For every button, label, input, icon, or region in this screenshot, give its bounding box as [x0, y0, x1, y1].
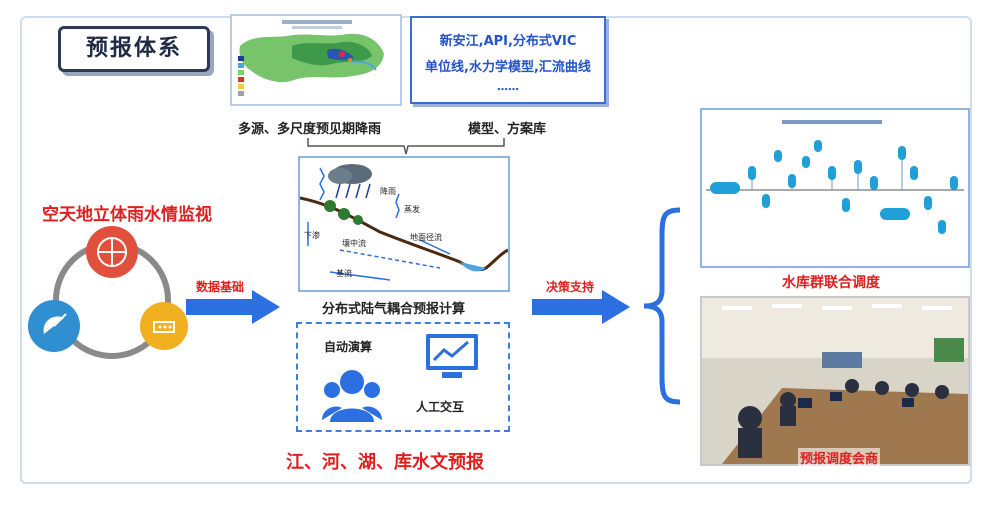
- globe-icon: [86, 226, 138, 278]
- decision-support-arrow: [532, 290, 630, 324]
- users-icon: [322, 370, 382, 422]
- right-brace: [643, 207, 681, 405]
- data-basis-label: 数据基础: [196, 280, 245, 294]
- meeting-room-graphic: [702, 298, 968, 464]
- model-line-2: 单位线,水力学模型,汇流曲线: [425, 60, 591, 75]
- top-brace: [307, 138, 505, 155]
- monitoring-title: 空天地立体雨水情监视: [42, 205, 212, 225]
- interaction-box: 自动演算 人工交互: [296, 322, 510, 432]
- consult-caption: 预报调度会商: [798, 448, 881, 467]
- weather-station-icon: [140, 302, 188, 350]
- page-title: 预报体系: [58, 26, 210, 72]
- models-caption: 模型、方案库: [468, 122, 547, 137]
- data-basis-arrow: [186, 290, 280, 324]
- monitoring-cycle-graphic: [28, 226, 188, 359]
- satellite-dish-icon: [28, 300, 80, 352]
- map-legend: [238, 56, 244, 98]
- legend-swatch: [238, 63, 244, 68]
- decision-support-label: 决策支持: [546, 280, 595, 294]
- bottom-title: 江、河、湖、库水文预报: [286, 452, 484, 473]
- legend-swatch: [238, 56, 244, 61]
- rainfall-caption: 多源、多尺度预见期降雨: [238, 122, 382, 137]
- label-rain: 降雨: [380, 187, 396, 196]
- auto-calc-label: 自动演算: [324, 340, 373, 354]
- model-line-1: 新安江,API,分布式VIC: [439, 34, 577, 49]
- label-down: 下渗: [304, 231, 320, 240]
- hydrology-diagram-card: 降雨 蒸发 下渗 壤中流 地面径流 基流: [298, 156, 510, 292]
- reservoir-scheme-graphic: [706, 120, 964, 234]
- hydrology-diagram-graphic: [299, 164, 509, 281]
- consultation-photo: 预报调度会商: [700, 296, 970, 467]
- reservoir-caption: 水库群联合调度: [782, 275, 880, 291]
- model-library-card: 新安江,API,分布式VIC 单位线,水力学模型,汇流曲线 ……: [410, 16, 606, 104]
- manual-interaction-label: 人工交互: [416, 400, 465, 414]
- label-subsurface: 壤中流: [342, 239, 366, 248]
- legend-swatch: [238, 70, 244, 75]
- reservoir-scheme-card: [700, 108, 970, 268]
- legend-swatch: [238, 84, 244, 89]
- model-line-3: ……: [497, 80, 519, 93]
- monitor-chart-icon: [426, 334, 478, 378]
- legend-swatch: [238, 91, 244, 96]
- label-base: 基流: [336, 269, 352, 278]
- label-evap: 蒸发: [404, 205, 420, 214]
- label-surface: 地面径流: [410, 233, 442, 242]
- coupled-caption: 分布式陆气耦合预报计算: [322, 302, 466, 317]
- rainfall-map-graphic: [239, 20, 384, 83]
- legend-swatch: [238, 77, 244, 82]
- rainfall-map-thumbnail: [230, 14, 402, 106]
